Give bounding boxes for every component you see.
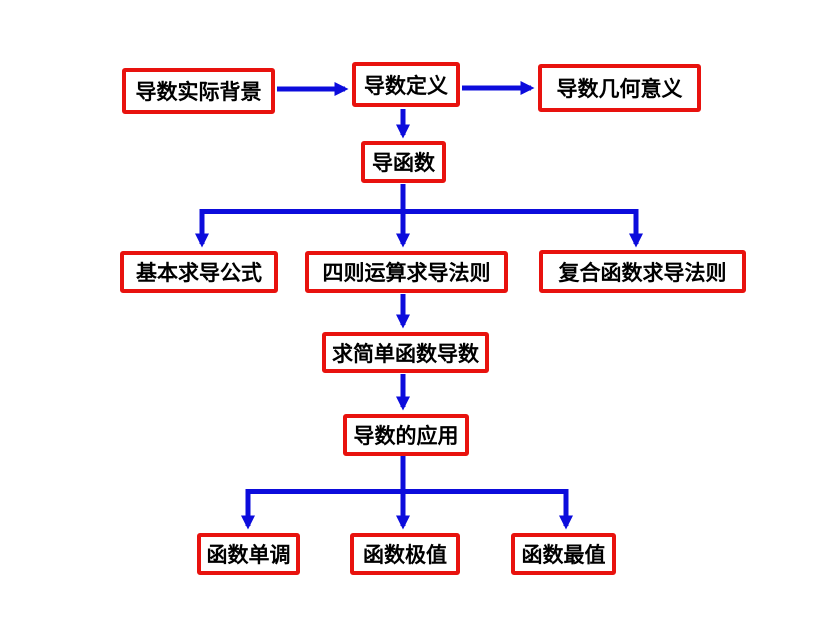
node-four-operations: 四则运算求导法则 xyxy=(305,251,508,293)
node-geometric-meaning: 导数几何意义 xyxy=(538,64,701,112)
node-basic-formulas: 基本求导公式 xyxy=(120,251,278,293)
node-definition: 导数定义 xyxy=(352,62,460,107)
node-composite-rules: 复合函数求导法则 xyxy=(539,250,746,293)
branch-derivative-function-left-right xyxy=(195,209,643,248)
node-monotonicity: 函数单调 xyxy=(197,533,300,575)
node-applications: 导数的应用 xyxy=(343,414,469,456)
node-extrema: 函数极值 xyxy=(350,533,460,575)
node-background: 导数实际背景 xyxy=(122,68,275,114)
node-max-min: 函数最值 xyxy=(511,533,616,575)
branch-applications-left-right xyxy=(241,489,573,530)
node-derivative-function: 导函数 xyxy=(361,141,446,183)
node-simple-derivatives: 求简单函数导数 xyxy=(322,332,489,373)
